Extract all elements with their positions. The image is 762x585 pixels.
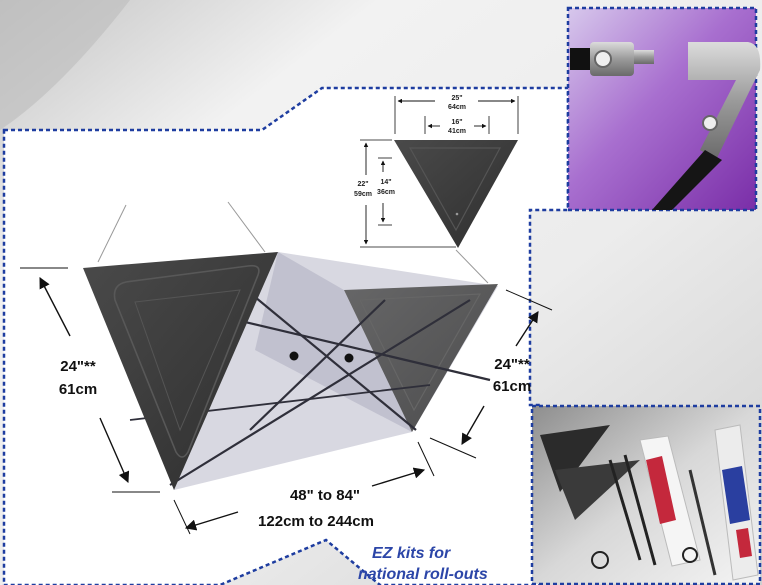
width-cm: 122cm to 244cm [258,513,374,530]
height-inner-cm: 36cm [377,189,395,196]
left-side-cm: 61cm [59,381,97,398]
right-side-inch: 24"** [494,356,530,373]
small-panel [394,140,518,248]
left-side-inch: 24"** [60,358,96,375]
right-side-cm: 61cm [493,378,531,395]
top-inner-cm: 41cm [448,128,466,135]
top-outer-cm: 64cm [448,104,466,111]
height-outer-cm: 59cm [354,191,372,198]
kit-contents-photo [530,404,762,585]
main-display [83,201,498,490]
small-panel-dimensions [360,96,519,248]
pole-connector-photo [566,6,761,212]
height-inner-inch: 14" [380,179,391,186]
tagline-line2: national roll-outs [358,566,488,583]
main-dimensions [20,267,553,535]
tagline-line1: EZ kits for [372,545,451,562]
height-outer-inch: 22" [357,181,368,188]
background-shade [0,0,130,130]
top-inner-inch: 16" [451,119,462,126]
width-inch: 48" to 84" [290,487,360,504]
top-outer-inch: 25" [451,95,462,102]
